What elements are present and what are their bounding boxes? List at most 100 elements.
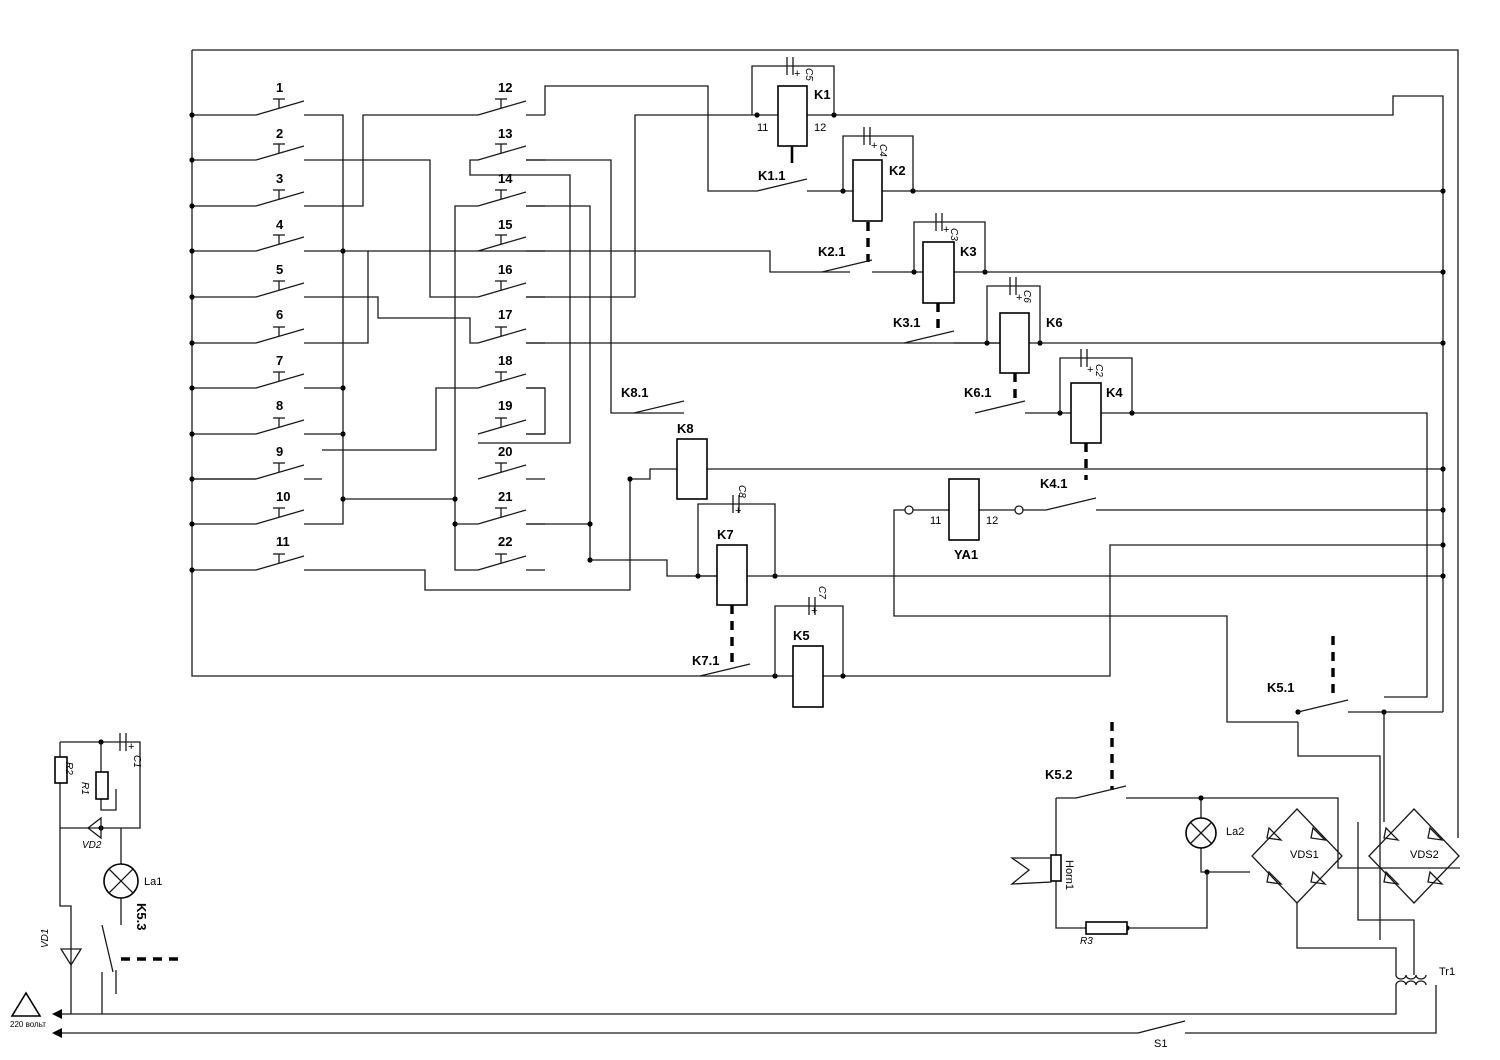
relay-k4-coil [1070,382,1102,444]
pushbutton-contact [255,236,305,252]
pushbutton-18-label: 18 [498,353,512,368]
pushbutton-7-label: 7 [276,353,283,368]
junction-dot [189,157,195,163]
solenoid-ya1-pin-11: 11 [930,515,941,527]
junction-dot [1440,573,1446,579]
pushbutton-13 [477,143,527,161]
wire [1055,798,1086,929]
wire [526,205,591,560]
wire [630,468,677,480]
junction-dot [754,112,760,118]
contact-k6-1-label: K6.1 [964,385,991,400]
wire [368,250,850,273]
pushbutton-contact [477,236,527,252]
junction-dot [1440,188,1446,194]
relay-k1-label: K1 [814,87,831,102]
pushbutton-16 [477,280,527,298]
contact-k7-1-label: K7.1 [692,653,719,668]
capacitor-c1-plus: + [128,741,134,753]
capacitor-c5-label: C5 [803,68,814,81]
pushbutton-contact [255,555,305,571]
bridge-vds1 [1251,808,1343,904]
pushbutton-18 [477,371,527,389]
diode [1427,870,1444,885]
diode [1266,870,1283,885]
contact-k5-3 [101,924,114,973]
pushbutton-17 [477,326,527,344]
bridge-vds1-label: VDS1 [1290,849,1319,861]
junction-dot [1440,466,1446,472]
transformer-tr1-label: Tr1 [1439,966,1455,978]
diode-vd1-label: VD1 [40,929,51,948]
junction-dot [189,248,195,254]
diode [1383,870,1400,885]
relay-k3-label: K3 [960,244,977,259]
relay-k1-coil [777,85,808,147]
wire [322,159,478,298]
contact-k6-1 [974,400,1026,414]
bridge-vds2-label: VDS2 [1410,849,1439,861]
capacitor-c6-plus: + [1016,292,1022,304]
junction-dot [189,203,195,209]
pushbutton-10 [255,507,305,525]
relay-k2-coil [852,159,883,222]
pushbutton-2-label: 2 [276,126,283,141]
resistor-r1-label: R1 [79,782,90,795]
capacitor-c8-plus: + [735,505,741,517]
capacitor-c6 [1009,277,1017,295]
pushbutton-20 [477,462,527,480]
pushbutton-4-label: 4 [276,217,284,232]
junction-dot [189,385,195,391]
junction-dot [452,496,458,502]
solenoid-ya1-coil [948,478,980,541]
switch-s1-label: S1 [1154,1038,1167,1050]
solenoid-ya1-label: YA1 [954,547,978,562]
relay-k1-pin-12: 12 [814,122,826,134]
arrow-left-icon [52,1028,62,1038]
horn-horn1-bell [1009,857,1052,885]
wire [100,789,117,811]
contact-k5-2 [1075,785,1127,799]
wire [526,159,684,414]
pushbutton-21-label: 21 [498,489,512,504]
pushbutton-14 [477,189,527,207]
relay-k5-label: K5 [793,628,810,643]
junction-dot [189,567,195,573]
pushbutton-6-label: 6 [276,307,283,322]
wire [322,387,478,451]
resistor-r1 [95,771,109,800]
terminal-ya1-11 [904,505,914,515]
wire [893,509,1298,723]
pushbutton-contact [255,419,305,435]
pushbutton-15 [477,234,527,252]
pushbutton-21 [477,507,527,525]
components [10,57,1460,1038]
junction-dot [1440,542,1446,548]
contact-k1-1 [756,178,808,192]
wiring [59,49,1460,1034]
junction-dot [189,112,195,118]
wire [986,285,1041,343]
wire [1059,357,1133,413]
pushbutton-contact [255,191,305,207]
capacitor-c4 [863,127,871,145]
pushbutton-contact [255,509,305,525]
pushbutton-6 [255,326,305,344]
diode [1266,826,1283,841]
capacitor-c7-plus: + [811,605,817,617]
pushbutton-4 [255,234,305,252]
pushbutton-contact [255,100,305,116]
capacitor-c7 [808,597,816,615]
pushbutton-22 [477,553,527,571]
pushbutton-contact [255,328,305,344]
junction-dot [1440,340,1446,346]
arrow-left-icon [52,1009,62,1019]
wire [1185,985,1437,1034]
lamp-la1-x [108,868,134,894]
wire [322,114,344,525]
contact-k2-1 [821,259,873,273]
pushbutton-contact [477,191,527,207]
capacitor-c5 [786,57,794,75]
resistor-r3-label: R3 [1080,936,1093,947]
